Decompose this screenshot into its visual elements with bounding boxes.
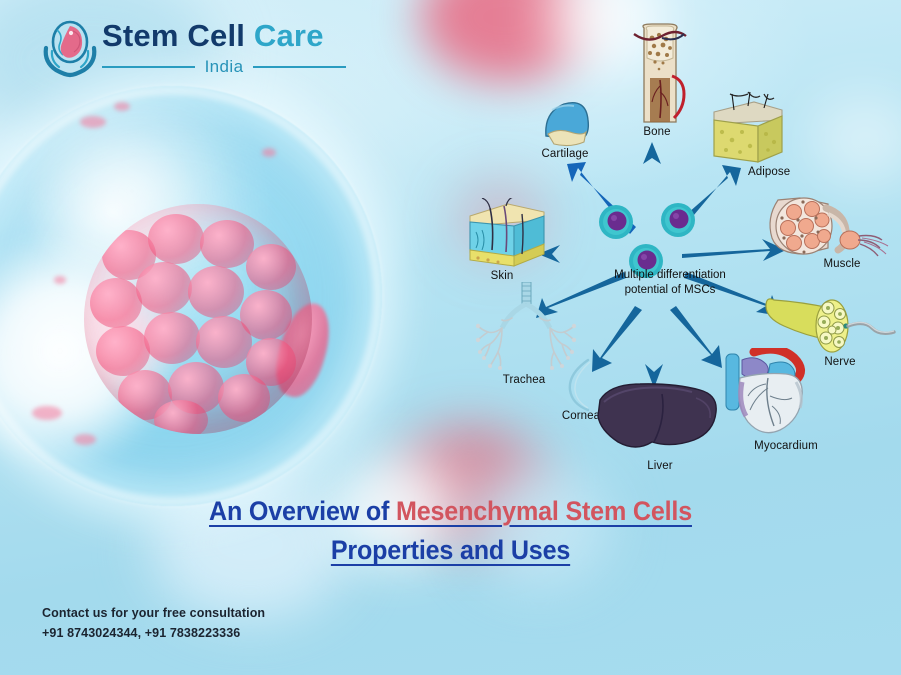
stem-cell-hero-image: [0, 86, 402, 516]
title-part-red: Mesenchymal Stem Cells: [396, 496, 692, 526]
inner-cell-mass: [84, 204, 312, 434]
node-liver[interactable]: Liver: [596, 378, 726, 480]
myocardium-icon: [725, 348, 805, 434]
diagram-center-caption: Multiple differentiation potential of MS…: [580, 268, 760, 298]
node-label-skin: Skin: [490, 270, 514, 282]
page-title: An Overview of Mesenchymal Stem Cells Pr…: [0, 492, 901, 571]
rule-right: [253, 66, 346, 68]
arrow-nerve: [684, 272, 780, 316]
node-label-muscle: Muscle: [823, 258, 861, 270]
node-label-nerve: Nerve: [824, 356, 856, 368]
arrow-trachea: [536, 272, 626, 318]
arrow-muscle: [682, 239, 786, 261]
differentiation-diagram: Multiple differentiation potential of MS…: [440, 6, 901, 492]
center-caption-line-1: Multiple differentiation: [614, 269, 726, 281]
bone-icon: [633, 23, 687, 123]
node-skin[interactable]: Skin: [462, 198, 558, 290]
node-bone[interactable]: Bone: [624, 22, 690, 138]
node-label-cornea: Cornea: [561, 410, 601, 422]
arrow-liver: [645, 312, 663, 388]
brand-wordmark: Stem Cell Care India: [102, 20, 346, 76]
node-nerve[interactable]: Nerve: [758, 294, 901, 382]
node-label-myocardium: Myocardium: [754, 440, 818, 452]
liver-icon: [597, 383, 717, 448]
cell-rim: [0, 86, 382, 506]
muscle-icon: [769, 197, 889, 257]
brand-name-primary: Stem Cell: [102, 18, 246, 53]
node-label-trachea: Trachea: [502, 374, 546, 386]
msc-cell-cluster-icon: [599, 203, 695, 278]
node-trachea[interactable]: Trachea: [472, 282, 582, 392]
brand-logo[interactable]: Stem Cell Care India: [40, 16, 346, 84]
brand-subtitle-row: India: [102, 57, 346, 76]
node-label-adipose: Adipose: [748, 166, 791, 178]
embryo-in-hands-icon: [40, 18, 100, 78]
trachea-icon: [476, 282, 576, 370]
center-caption-line-2: potential of MSCs: [624, 284, 716, 297]
arrow-myocardium: [670, 306, 722, 368]
node-cartilage[interactable]: Cartilage: [522, 92, 608, 174]
rule-left: [102, 66, 195, 68]
adipose-icon: [713, 91, 783, 163]
title-line-1: An Overview of Mesenchymal Stem Cells: [32, 492, 870, 531]
arrow-cornea: [592, 306, 642, 372]
cartilage-icon: [545, 102, 590, 147]
contact-block: Contact us for your free consultation +9…: [42, 603, 265, 644]
cornea-icon: [568, 358, 591, 412]
node-label-cartilage: Cartilage: [541, 148, 589, 160]
skin-icon: [469, 198, 545, 267]
nerve-icon: [765, 298, 896, 353]
node-adipose[interactable]: Adipose: [708, 90, 800, 186]
node-myocardium[interactable]: Myocardium: [708, 348, 838, 456]
brand-name-accent: Care: [253, 18, 324, 53]
title-part-blue-2: Properties and Uses: [330, 535, 571, 566]
title-line-2: Properties and Uses: [32, 531, 870, 570]
node-label-bone: Bone: [643, 126, 671, 138]
brand-subtitle: India: [204, 57, 244, 76]
node-label-liver: Liver: [647, 460, 673, 472]
node-cornea[interactable]: Cornea: [538, 358, 624, 434]
node-muscle[interactable]: Muscle: [760, 192, 901, 284]
title-part-blue: An Overview of: [209, 496, 397, 526]
contact-phone-numbers[interactable]: +91 8743024344, +91 7838223336: [42, 626, 241, 641]
contact-headline: Contact us for your free consultation: [42, 606, 266, 620]
